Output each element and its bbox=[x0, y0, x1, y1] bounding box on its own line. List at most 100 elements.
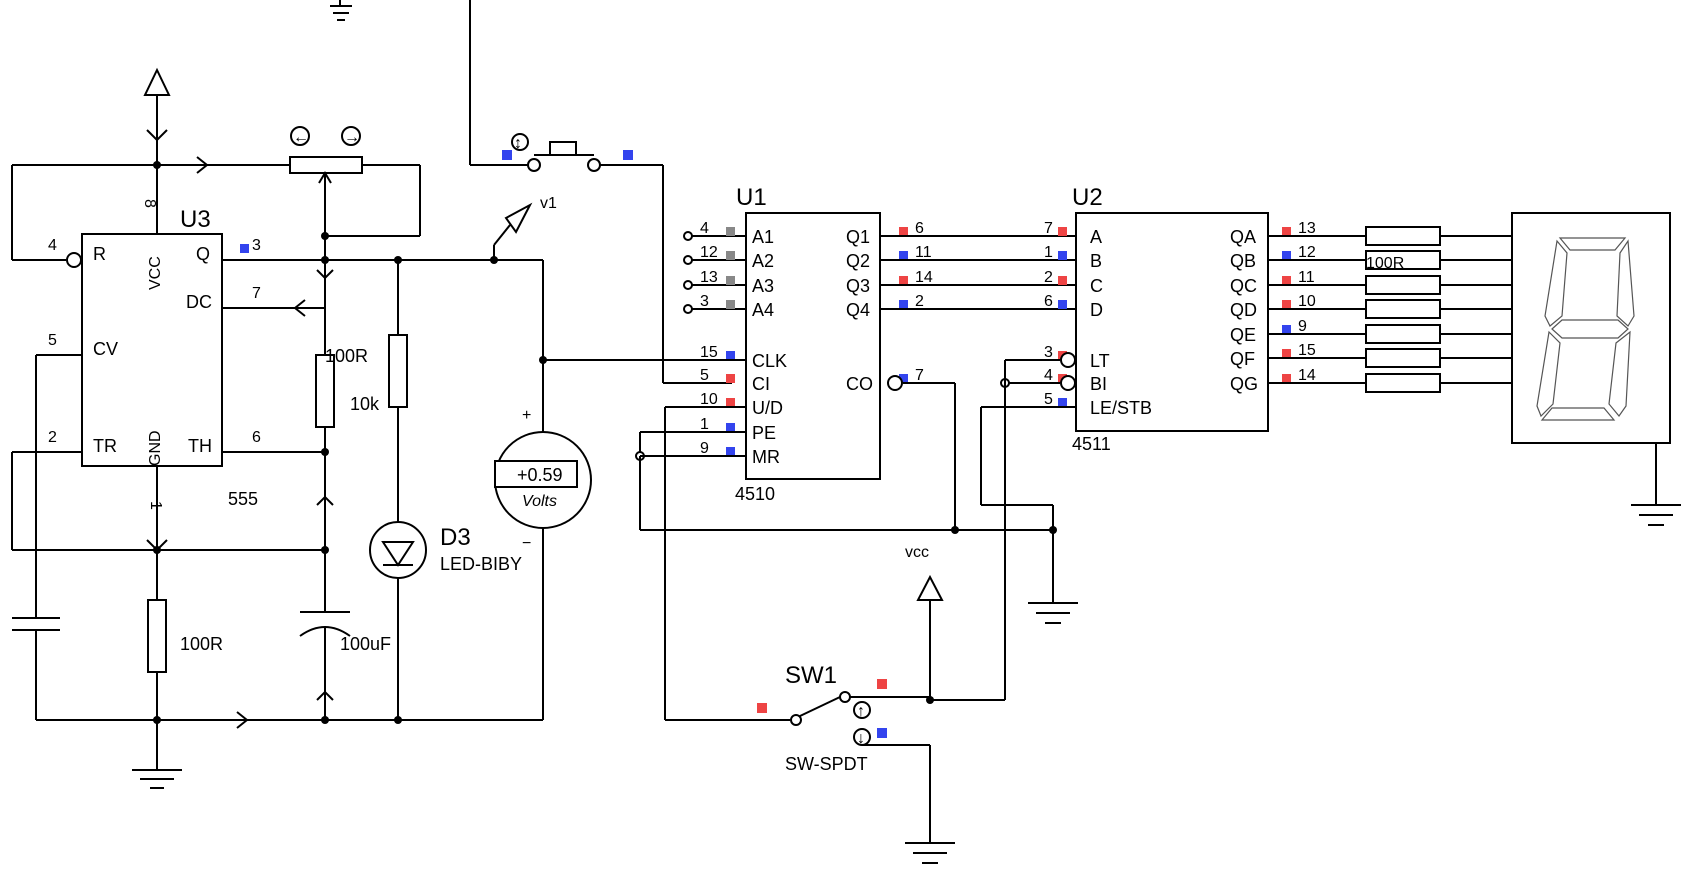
u2-pin-4: LT bbox=[1090, 351, 1110, 371]
u3-num-dc: 7 bbox=[252, 285, 261, 302]
u3-num-gnd: 1 bbox=[147, 501, 164, 510]
u1-pin-2: A3 bbox=[752, 276, 774, 296]
d3-type: LED-BIBY bbox=[440, 554, 522, 574]
u2-type: 4511 bbox=[1072, 434, 1111, 454]
probe-label: v1 bbox=[540, 195, 557, 212]
u3-wiring: ← → bbox=[11, 67, 543, 789]
u1-pin-4: CLK bbox=[752, 351, 787, 371]
u1-pin-marker bbox=[726, 423, 735, 432]
svg-text:→: → bbox=[344, 129, 360, 146]
u3-num-r: 4 bbox=[48, 237, 57, 254]
segment-resistor bbox=[1365, 299, 1441, 319]
u2-num-1: 1 bbox=[1044, 244, 1053, 261]
u3-pin-tr: TR bbox=[93, 436, 117, 456]
u1-rpin-0: Q1 bbox=[846, 227, 870, 247]
probe-v1[interactable] bbox=[493, 202, 533, 260]
u3-num-th: 6 bbox=[252, 429, 261, 446]
u3-pin-dc: DC bbox=[186, 292, 212, 312]
u2-rpin-0: QA bbox=[1230, 227, 1256, 247]
svg-text:↓: ↓ bbox=[857, 730, 865, 747]
led-branch bbox=[369, 260, 427, 720]
u3-num-q: 3 bbox=[252, 237, 261, 254]
u2-rpin-marker bbox=[1282, 300, 1291, 309]
u1-counter-4510[interactable]: U1 4510 bbox=[735, 184, 881, 504]
u1-rpin-4: CO bbox=[846, 374, 873, 394]
u1-pin-marker bbox=[726, 227, 735, 236]
u2-decoder-4511[interactable]: U2 4511 bbox=[1072, 184, 1269, 454]
u1-rpin-3: Q4 bbox=[846, 300, 870, 320]
u3-pin-vcc: VCC bbox=[147, 256, 164, 290]
voltmeter-value: +0.59 bbox=[517, 465, 563, 485]
u1-num-2: 13 bbox=[700, 269, 718, 286]
r1-label: 100R bbox=[325, 346, 368, 366]
u1-rpin-marker bbox=[899, 227, 908, 236]
voltmeter[interactable]: +0.59 Volts + − bbox=[494, 260, 592, 720]
u1-rpin-2: Q3 bbox=[846, 276, 870, 296]
u2-rpin-marker bbox=[1282, 349, 1291, 358]
u1-rnum-1: 11 bbox=[915, 244, 932, 261]
u1-pin-marker bbox=[726, 251, 735, 260]
u2-rnum-2: 11 bbox=[1298, 269, 1315, 286]
u2-num-5: 4 bbox=[1044, 367, 1053, 384]
u2-rpin-marker bbox=[1282, 276, 1291, 285]
u2-rnum-0: 13 bbox=[1298, 220, 1316, 237]
push-button[interactable]: ↕ bbox=[469, 0, 732, 384]
u1-num-0: 4 bbox=[700, 220, 709, 237]
voltmeter-unit: Volts bbox=[522, 493, 557, 510]
u1-pin-marker bbox=[726, 300, 735, 309]
u2-pin-3: D bbox=[1090, 300, 1103, 320]
u2-num-4: 3 bbox=[1044, 344, 1053, 361]
r2-label: 100R bbox=[180, 634, 223, 654]
u1-rpin-marker bbox=[899, 300, 908, 309]
u2-rnum-3: 10 bbox=[1298, 293, 1316, 310]
u1-rnum-4: 7 bbox=[915, 367, 924, 384]
u2-pin-marker bbox=[1058, 227, 1067, 236]
u2-pin-6: LE/STB bbox=[1090, 398, 1152, 418]
u2-rnum-5: 15 bbox=[1298, 342, 1316, 359]
seg-res-label: 100R bbox=[1366, 255, 1404, 272]
svg-text:←: ← bbox=[293, 129, 309, 146]
d3-ref: D3 bbox=[440, 524, 471, 551]
u2-rnum-4: 9 bbox=[1298, 318, 1307, 335]
u1-pin-marker bbox=[726, 276, 735, 285]
u2-rpin-marker bbox=[1282, 251, 1291, 260]
u1-num-8: 9 bbox=[700, 440, 709, 457]
vcc-label: vcc bbox=[905, 544, 929, 561]
u1-pin-6: U/D bbox=[752, 398, 783, 418]
u3-pin-cv: CV bbox=[93, 339, 118, 359]
u2-num-0: 7 bbox=[1044, 220, 1053, 237]
u1-num-3: 3 bbox=[700, 293, 709, 310]
sw1-spdt-switch[interactable]: ↑ ↓ bbox=[757, 679, 955, 864]
u3-timer-555[interactable]: U3 555 R VCC Q DC CV TR GND TH 4 8 3 7 5… bbox=[48, 199, 261, 510]
svg-text:↕: ↕ bbox=[514, 135, 522, 152]
u3-pin-gnd: GND bbox=[147, 430, 164, 466]
u2-pin-1: B bbox=[1090, 251, 1102, 271]
u1-pin-1: A2 bbox=[752, 251, 774, 271]
u2-ref: U2 bbox=[1072, 184, 1103, 211]
u1-pin-8: MR bbox=[752, 447, 780, 467]
u3-ref: U3 bbox=[180, 206, 211, 233]
u2-rpin-marker bbox=[1282, 227, 1291, 236]
voltmeter-plus: + bbox=[522, 407, 531, 424]
u1-num-1: 12 bbox=[700, 244, 718, 261]
u2-rpin-1: QB bbox=[1230, 251, 1256, 271]
u2-rpin-2: QC bbox=[1230, 276, 1257, 296]
sw1-ref: SW1 bbox=[785, 662, 837, 689]
u2-pin-marker bbox=[1058, 251, 1067, 260]
u1-pin-marker bbox=[726, 351, 735, 360]
u1-pin-marker bbox=[726, 398, 735, 407]
u1-rpin-1: Q2 bbox=[846, 251, 870, 271]
sw1-type: SW-SPDT bbox=[785, 754, 868, 774]
u3-pin-q: Q bbox=[196, 244, 210, 264]
u2-rpin-marker bbox=[1282, 374, 1291, 383]
u3-q-state-marker bbox=[240, 244, 249, 253]
u1-pin-5: CI bbox=[752, 374, 770, 394]
segment-resistor bbox=[1365, 226, 1441, 246]
segment-resistor bbox=[1365, 275, 1441, 295]
r10k-label: 10k bbox=[350, 394, 380, 414]
ground-symbol-top bbox=[330, 0, 352, 21]
u1-type: 4510 bbox=[735, 484, 775, 504]
